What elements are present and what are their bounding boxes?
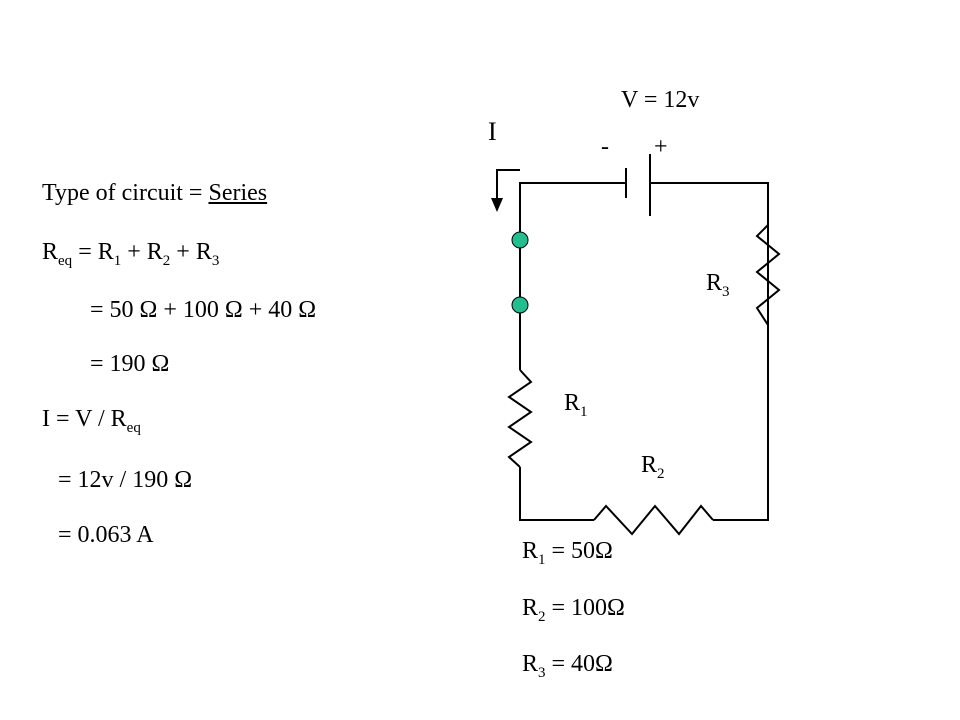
r2-label: R2 [641, 452, 665, 482]
r1-value: = 50Ω [545, 538, 613, 564]
req-formula-line: Req = R1 + R2 + R3 [42, 239, 219, 269]
r2-value-sub: 2 [538, 609, 546, 625]
r1-label: R1 [564, 390, 588, 420]
req-term-r3: + R [170, 239, 212, 265]
wire-bottom-left [519, 467, 594, 521]
wire-top-right [650, 182, 769, 225]
r1-value-symbol: R [522, 538, 539, 564]
circuit-node-lower [511, 296, 529, 314]
r1-value-line: R1 = 50Ω [522, 538, 613, 568]
r3-value: = 40Ω [545, 651, 613, 677]
req-subscript: eq [58, 253, 73, 269]
req-symbol: R [42, 239, 59, 265]
current-formula-sub: eq [126, 420, 141, 436]
r3-value-line: R3 = 40Ω [522, 651, 613, 681]
req-term-r1-sub: 1 [113, 253, 122, 269]
req-sum-line: = 50 Ω + 100 Ω + 40 Ω [90, 297, 317, 323]
current-label: I [488, 117, 497, 146]
circuit-wires [496, 154, 781, 536]
current-substitution-line: = 12v / 190 Ω [58, 467, 193, 493]
req-result-line: = 190 Ω [90, 351, 170, 377]
current-result-line: = 0.063 A [58, 522, 154, 548]
voltage-label: V = 12v [621, 87, 699, 113]
current-arrow-shaft [496, 169, 520, 204]
current-formula-lhs: I = V / R [42, 406, 127, 432]
r2-value-line: R2 = 100Ω [522, 595, 625, 625]
r3-value-sub: 3 [538, 665, 546, 681]
circuit-type-label: Type of circuit = [42, 180, 209, 206]
resistor-r2-symbol [593, 504, 714, 536]
circuit-node-upper [511, 231, 529, 249]
req-term-r2-sub: 2 [162, 253, 171, 269]
battery-minus-sign: - [601, 134, 609, 160]
wire-top-left [519, 182, 626, 370]
r2-value: = 100Ω [545, 595, 625, 621]
current-arrow-head [491, 198, 503, 212]
circuit-type-value: Series [208, 180, 268, 206]
battery-plus-sign: + [654, 134, 668, 160]
req-term-r3-sub: 3 [211, 253, 220, 269]
req-term-r2: + R [121, 239, 163, 265]
circuit-type-line: Type of circuit = Series [42, 181, 267, 205]
r3-value-symbol: R [522, 651, 539, 677]
resistor-r3-symbol [755, 224, 781, 326]
r1-value-sub: 1 [538, 552, 546, 568]
resistor-r1-symbol [507, 369, 533, 468]
req-term-r1: = R [72, 239, 114, 265]
current-formula-line: I = V / Req [42, 406, 141, 436]
r2-value-symbol: R [522, 595, 539, 621]
r3-label: R3 [706, 270, 730, 300]
